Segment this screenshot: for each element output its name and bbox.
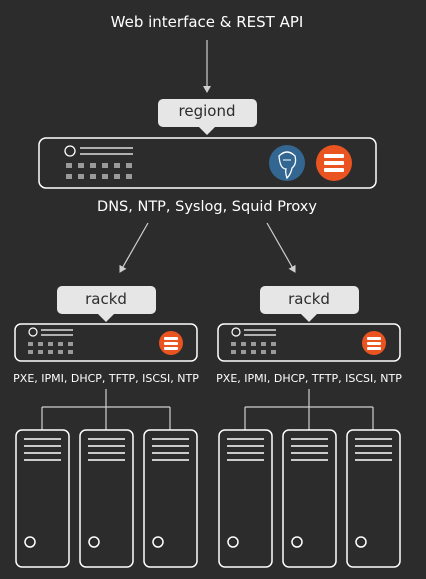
arrow-to-rack-left [119,222,149,273]
regiond-label-bubble [158,99,257,135]
regiond-label: regiond [178,102,236,120]
rackd-label-bubble-right [260,286,359,322]
rack-storage-icon-left [159,331,183,355]
machine [346,429,401,568]
machine-connectors-left [41,389,171,430]
machine-connectors-right [244,389,374,430]
machines [15,429,401,568]
postgresql-icon [269,145,305,181]
machine [15,429,70,568]
rack-server-right [217,323,401,362]
rack-server-left [14,323,198,362]
rackd-label-bubble-left [57,286,156,322]
arrow-to-rack-right [266,222,296,273]
machine [143,429,198,568]
rackd-label-right: rackd [288,290,330,308]
rack-services-left: PXE, IPMI, DHCP, TFTP, ISCSI, NTP [13,372,199,385]
rack-services-right: PXE, IPMI, DHCP, TFTP, ISCSI, NTP [216,372,402,385]
storage-icon [316,145,352,181]
machine [218,429,273,568]
api-title: Web interface & REST API [110,13,304,31]
region-services-label: DNS, NTP, Syslog, Squid Proxy [97,199,317,215]
region-server [38,137,377,189]
machine [282,429,337,568]
rack-storage-icon-right [362,331,386,355]
rackd-label-left: rackd [85,290,127,308]
machine [79,429,134,568]
